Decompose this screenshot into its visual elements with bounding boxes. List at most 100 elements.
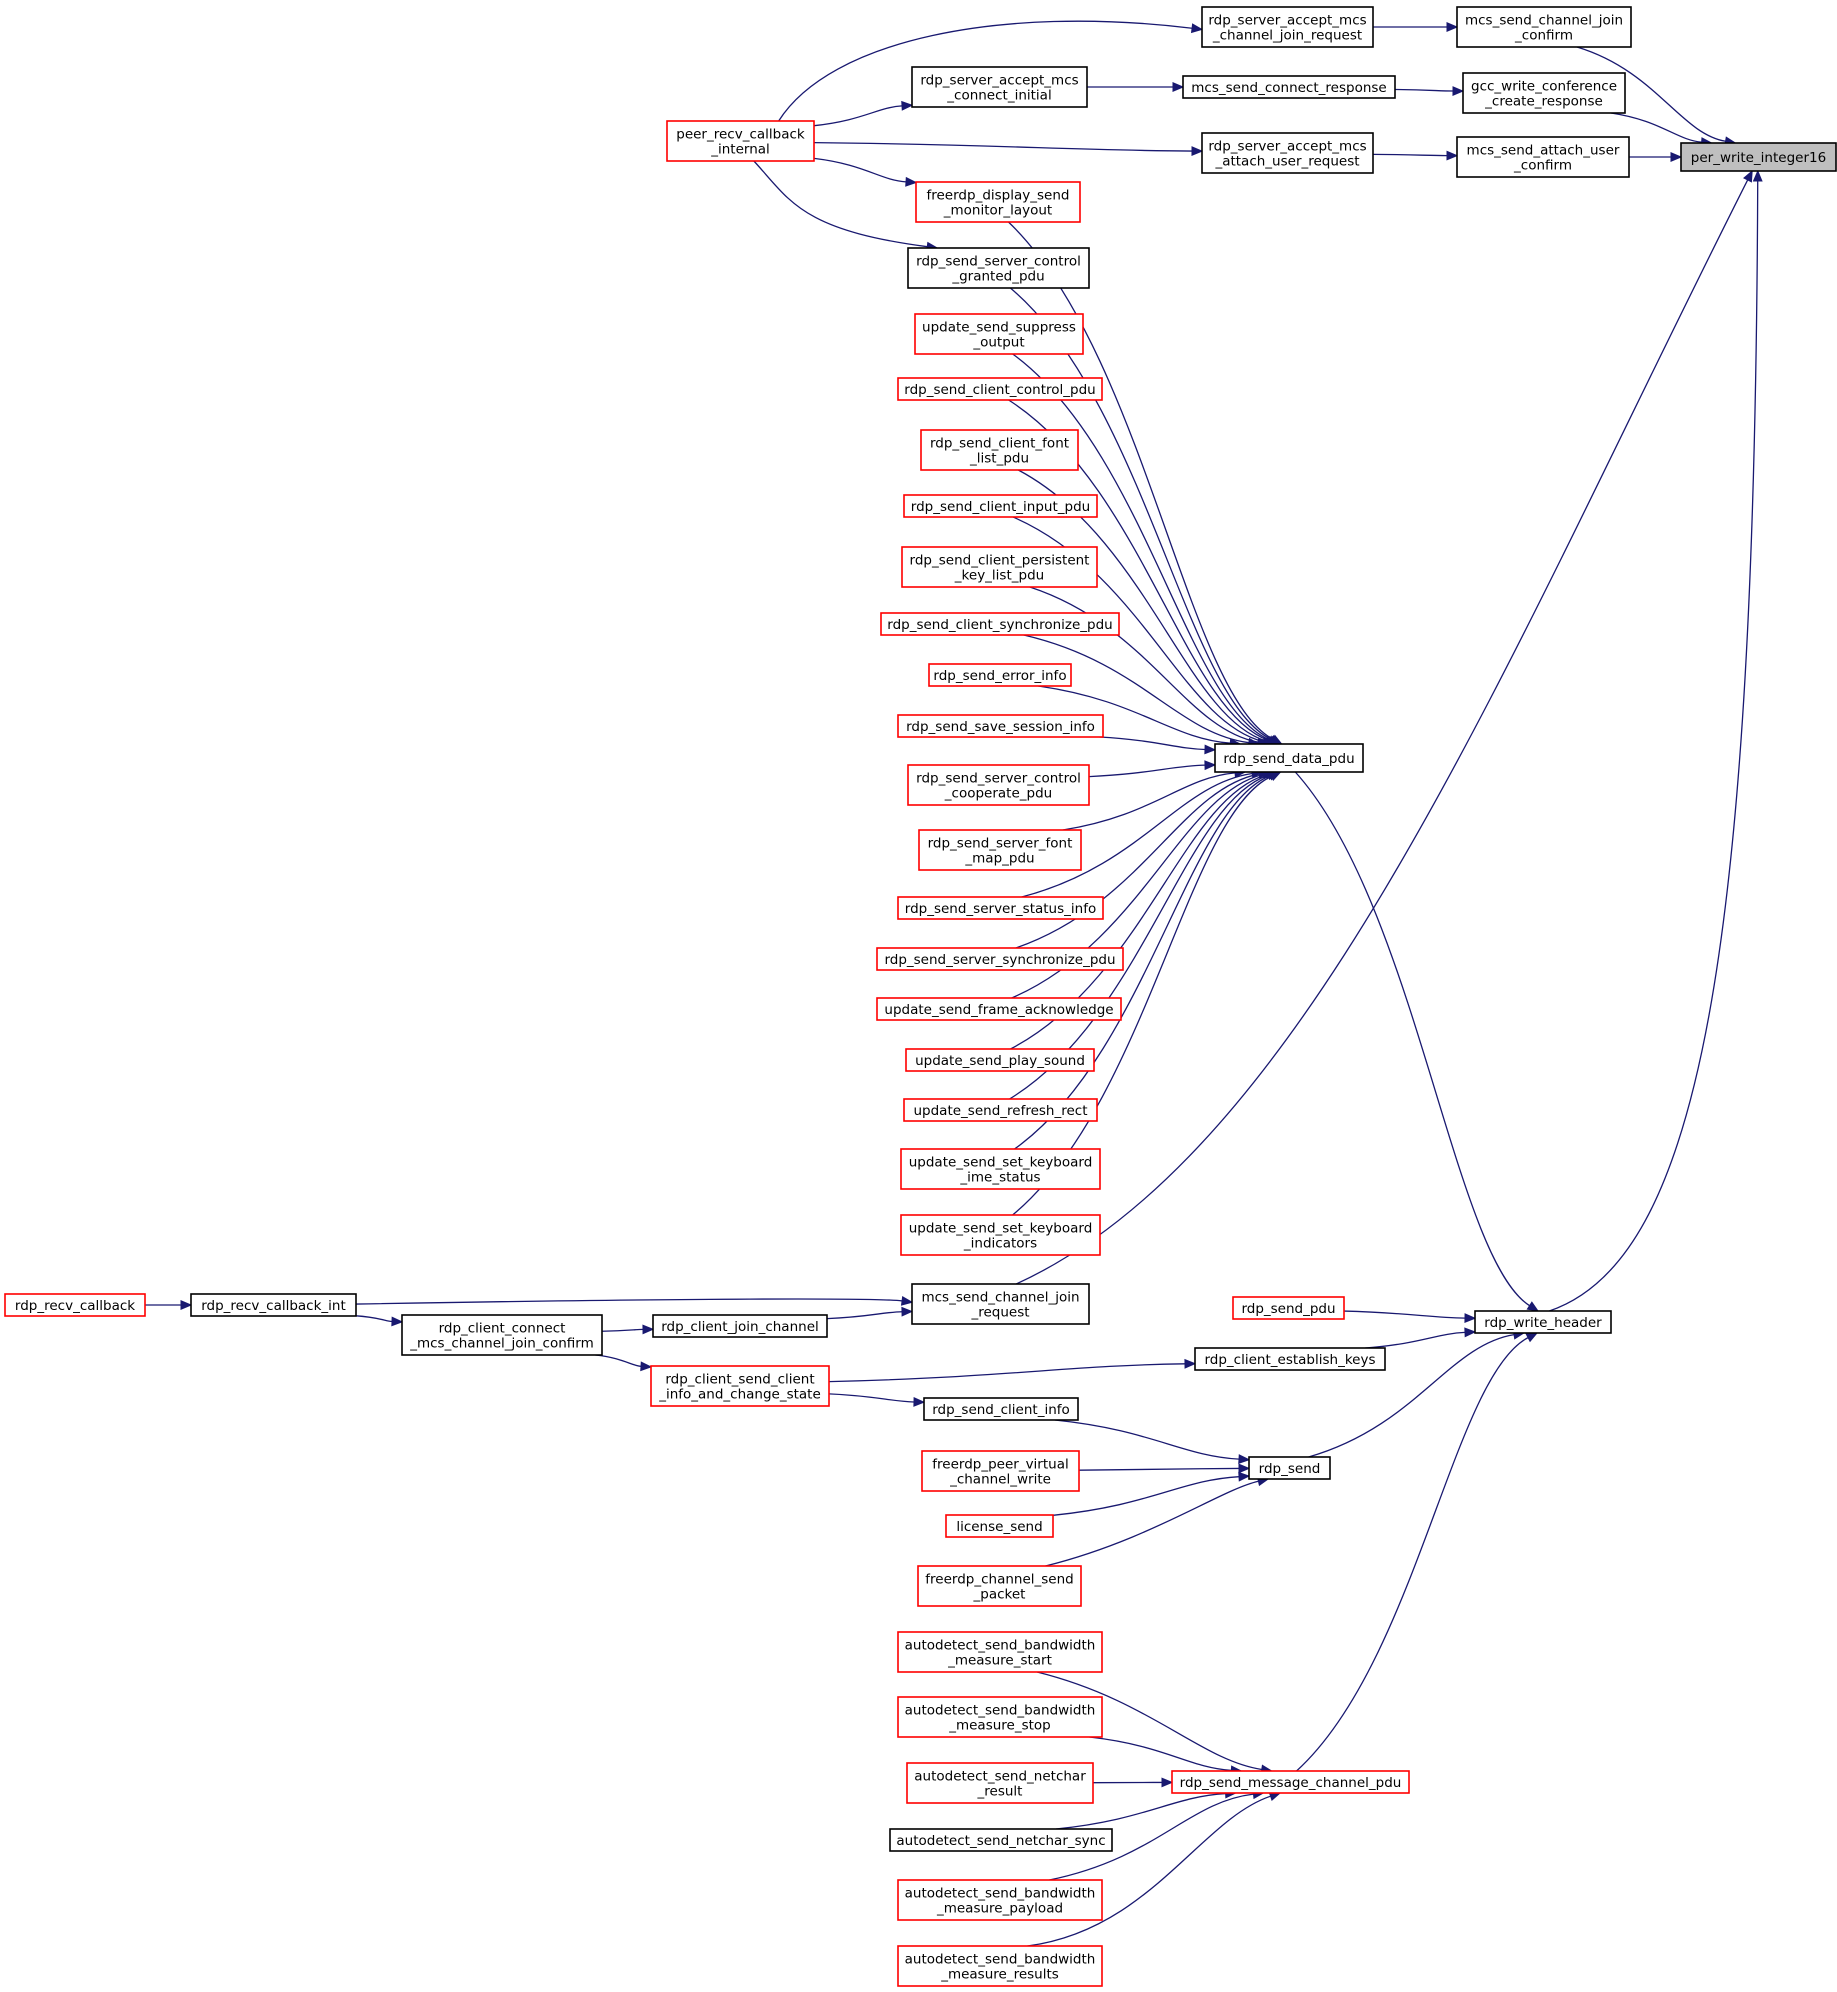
node-rdp-send-client-font-list-pdu[interactable]: rdp_send_client_font_list_pdu [920, 429, 1079, 471]
node-label: _packet [973, 1587, 1026, 1603]
edge-rdp_send_message_channel_pdu-to-autodetect_send_bandwidth_measure_results [1027, 1791, 1282, 1947]
node-label: rdp_server_accept_mcs [920, 73, 1078, 89]
node-box [1201, 132, 1374, 174]
node-rdp-send[interactable]: rdp_send [1248, 1456, 1331, 1480]
node-update-send-set-keyboard-ime-status[interactable]: update_send_set_keyboard_ime_status [900, 1148, 1101, 1190]
node-mcs-send-channel-join-request[interactable]: mcs_send_channel_join_request [911, 1283, 1090, 1325]
node-mcs-send-connect-response[interactable]: mcs_send_connect_response [1182, 75, 1396, 99]
node-box [1248, 1456, 1331, 1480]
node-gcc-write-conference-create-response[interactable]: gcc_write_conference_create_response [1462, 72, 1626, 114]
node-label: _confirm [1513, 158, 1572, 174]
edge-rdp_client_join_channel-to-rdp_client_connect_mcs_channel_join_confirm [601, 1324, 655, 1335]
edge-mcs_send_attach_user_confirm-to-rdp_server_accept_mcs_attach_user_request [1372, 150, 1459, 161]
edge-arrowhead [1161, 1777, 1174, 1788]
node-label: update_send_frame_acknowledge [884, 1002, 1113, 1018]
edge-rdp_send_message_channel_pdu-to-autodetect_send_netchar_result [1092, 1777, 1174, 1788]
node-label: rdp_client_send_client [665, 1372, 814, 1388]
node-rdp-send-pdu[interactable]: rdp_send_pdu [1232, 1296, 1345, 1320]
edge-arrowhead [900, 1295, 914, 1306]
edge-mcs_send_channel_join_confirm-to-rdp_server_accept_mcs_channel_join_request [1373, 22, 1459, 32]
node-freerdp-peer-virtual-channel-write[interactable]: freerdp_peer_virtual_channel_write [921, 1450, 1080, 1492]
node-box [906, 1762, 1094, 1804]
node-autodetect-send-bandwidth-measure-payload[interactable]: autodetect_send_bandwidth_measure_payloa… [897, 1879, 1103, 1921]
node-rdp-server-accept-mcs-channel-join-request[interactable]: rdp_server_accept_mcs_channel_join_reque… [1201, 6, 1374, 48]
node-rdp-send-client-info[interactable]: rdp_send_client_info [923, 1397, 1079, 1421]
node-license-send[interactable]: license_send [945, 1514, 1054, 1538]
node-rdp-server-accept-mcs-attach-user-request[interactable]: rdp_server_accept_mcs_attach_user_reques… [1201, 132, 1374, 174]
node-box [1680, 142, 1837, 172]
node-label: autodetect_send_netchar [914, 1769, 1086, 1785]
node-label: freerdp_peer_virtual [932, 1457, 1068, 1473]
node-mcs-send-attach-user-confirm[interactable]: mcs_send_attach_user_confirm [1456, 136, 1630, 178]
node-autodetect-send-netchar-result[interactable]: autodetect_send_netchar_result [906, 1762, 1094, 1804]
node-label: _cooperate_pdu [944, 786, 1052, 802]
node-rdp-server-accept-mcs-connect-initial[interactable]: rdp_server_accept_mcs_connect_initial [911, 66, 1088, 108]
node-rdp-send-error-info[interactable]: rdp_send_error_info [928, 663, 1072, 687]
node-rdp-client-establish-keys[interactable]: rdp_client_establish_keys [1194, 1347, 1386, 1371]
node-label: _measure_payload [936, 1901, 1063, 1917]
edge-line [355, 1298, 903, 1305]
node-update-send-frame-acknowledge[interactable]: update_send_frame_acknowledge [876, 997, 1122, 1021]
node-autodetect-send-bandwidth-measure-stop[interactable]: autodetect_send_bandwidth_measure_stop [897, 1696, 1103, 1738]
node-label: rdp_server_accept_mcs [1208, 139, 1366, 155]
node-label: license_send [956, 1519, 1042, 1535]
node-label: _channel_write [949, 1472, 1051, 1488]
edge-line [1015, 773, 1260, 949]
node-rdp-recv-callback[interactable]: rdp_recv_callback [4, 1293, 146, 1317]
node-rdp-write-header[interactable]: rdp_write_header [1474, 1310, 1612, 1334]
edge-rdp_send-to-freerdp_peer_virtual_channel_write [1078, 1463, 1251, 1474]
node-update-send-set-keyboard-indicators[interactable]: update_send_set_keyboard_indicators [900, 1214, 1101, 1256]
node-rdp-send-save-session-info[interactable]: rdp_send_save_session_info [897, 714, 1104, 738]
node-box [917, 1565, 1082, 1607]
node-rdp-send-server-synchronize-pdu[interactable]: rdp_send_server_synchronize_pdu [876, 947, 1124, 971]
edge-line [753, 160, 928, 248]
node-rdp-send-message-channel-pdu[interactable]: rdp_send_message_channel_pdu [1171, 1770, 1410, 1794]
node-rdp-client-send-client-info-and-change-state[interactable]: rdp_client_send_client_info_and_change_s… [650, 1365, 830, 1407]
edge-arrowhead [1464, 1313, 1477, 1324]
node-update-send-play-sound[interactable]: update_send_play_sound [905, 1048, 1095, 1072]
node-rdp-send-client-control-pdu[interactable]: rdp_send_client_control_pdu [897, 377, 1103, 401]
edge-line [1078, 1467, 1240, 1471]
node-label: _map_pdu [964, 851, 1034, 867]
edge-line [1012, 516, 1264, 743]
node-rdp-send-server-font-map-pdu[interactable]: rdp_send_server_font_map_pdu [918, 829, 1082, 871]
node-box [897, 1631, 1103, 1673]
node-label: rdp_send_client_font [930, 436, 1069, 452]
edge-line [828, 1363, 1186, 1383]
node-rdp-send-server-control-cooperate-pdu[interactable]: rdp_send_server_control_cooperate_pdu [907, 764, 1090, 806]
node-box [401, 1314, 603, 1356]
node-label: rdp_send_server_control [916, 254, 1081, 270]
node-rdp-send-server-status-info[interactable]: rdp_send_server_status_info [897, 896, 1104, 920]
node-mcs-send-channel-join-confirm[interactable]: mcs_send_channel_join_confirm [1456, 6, 1632, 48]
edge-line [1296, 1337, 1529, 1772]
node-freerdp-display-send-monitor-layout[interactable]: freerdp_display_send_monitor_layout [915, 181, 1081, 223]
node-autodetect-send-bandwidth-measure-start[interactable]: autodetect_send_bandwidth_measure_start [897, 1631, 1103, 1673]
node-autodetect-send-netchar-sync[interactable]: autodetect_send_netchar_sync [889, 1828, 1113, 1852]
node-peer-recv-callback-internal[interactable]: peer_recv_callback_internal [666, 120, 815, 162]
node-label: rdp_send_client_info [932, 1402, 1070, 1418]
node-label: rdp_send_pdu [1241, 1301, 1335, 1317]
node-rdp-send-client-synchronize-pdu[interactable]: rdp_send_client_synchronize_pdu [880, 612, 1120, 636]
edge-arrowhead [1452, 86, 1465, 96]
node-label: _mcs_channel_join_confirm [409, 1336, 594, 1352]
node-label: per_write_integer16 [1691, 150, 1826, 166]
node-rdp-send-client-persistent-key-list-pdu[interactable]: rdp_send_client_persistent_key_list_pdu [901, 546, 1098, 588]
node-autodetect-send-bandwidth-measure-results[interactable]: autodetect_send_bandwidth_measure_result… [897, 1945, 1103, 1987]
node-freerdp-channel-send-packet[interactable]: freerdp_channel_send_packet [917, 1565, 1082, 1607]
node-rdp-client-join-channel[interactable]: rdp_client_join_channel [652, 1314, 828, 1338]
node-rdp-send-client-input-pdu[interactable]: rdp_send_client_input_pdu [903, 494, 1098, 518]
edge-rdp_send_data_pdu-to-rdp_send_save_session_info [1099, 736, 1217, 755]
node-rdp-client-connect-mcs-channel-join-confirm[interactable]: rdp_client_connect_mcs_channel_join_conf… [401, 1314, 603, 1356]
node-rdp-send-server-control-granted-pdu[interactable]: rdp_send_server_control_granted_pdu [907, 247, 1090, 289]
node-box [1232, 1296, 1345, 1320]
node-rdp-recv-callback-int[interactable]: rdp_recv_callback_int [190, 1293, 357, 1317]
node-rdp-send-data-pdu[interactable]: rdp_send_data_pdu [1214, 743, 1364, 773]
edge-arrowhead [640, 1361, 653, 1372]
node-box [911, 66, 1088, 108]
edge-line [1394, 88, 1454, 92]
node-update-send-suppress-output[interactable]: update_send_suppress_output [914, 313, 1084, 355]
node-per-write-integer16[interactable]: per_write_integer16 [1680, 142, 1837, 172]
node-label: update_send_play_sound [915, 1053, 1085, 1069]
node-update-send-refresh-rect[interactable]: update_send_refresh_rect [903, 1098, 1098, 1122]
